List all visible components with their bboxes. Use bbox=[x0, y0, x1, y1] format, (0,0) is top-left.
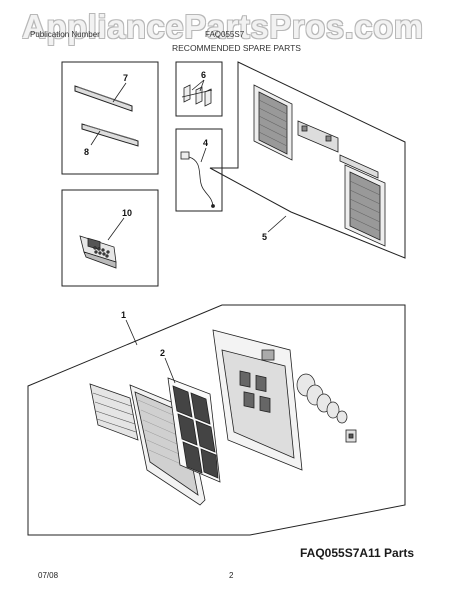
curtain-panel-left bbox=[253, 84, 293, 161]
leader-6b bbox=[199, 79, 205, 92]
callout-8: 8 bbox=[84, 147, 89, 157]
watermark: AppliancePartsPros.com bbox=[22, 8, 424, 45]
louver-part bbox=[89, 383, 139, 441]
bracket-part-6 bbox=[181, 84, 213, 107]
footer-date: 07/08 bbox=[38, 571, 59, 580]
callout-2: 2 bbox=[160, 348, 165, 358]
sensor-part-4 bbox=[180, 151, 215, 208]
leader-4 bbox=[200, 147, 207, 163]
box-part-6 bbox=[175, 61, 223, 117]
rail-part-7 bbox=[74, 85, 133, 112]
page-title: RECOMMENDED SPARE PARTS bbox=[172, 43, 301, 53]
callout-7: 7 bbox=[123, 73, 128, 83]
model-parts-label: FAQ055S7A11 Parts bbox=[300, 546, 415, 560]
remote-part-10 bbox=[79, 235, 117, 269]
leader-10 bbox=[107, 217, 125, 241]
leader-7 bbox=[112, 82, 127, 103]
curtain-bracket bbox=[297, 120, 379, 179]
callout-4: 4 bbox=[203, 138, 208, 148]
leader-8 bbox=[90, 130, 101, 146]
callout-10: 10 bbox=[122, 208, 132, 218]
leader-5 bbox=[267, 215, 287, 233]
box-part-5 bbox=[209, 61, 406, 259]
leader-1 bbox=[125, 319, 138, 346]
footer-page-number: 2 bbox=[229, 571, 234, 580]
front-panel-frame bbox=[212, 329, 303, 471]
leader-2 bbox=[164, 357, 176, 384]
leader-6a bbox=[191, 79, 205, 91]
blower-wheel bbox=[296, 373, 348, 424]
box-parts-7-8 bbox=[61, 61, 159, 175]
box-part-10 bbox=[61, 189, 159, 287]
box-parts-1-2 bbox=[27, 304, 406, 536]
knob bbox=[345, 429, 357, 443]
model-header: FAQ055S7 bbox=[205, 30, 245, 39]
rail-part-8 bbox=[81, 123, 139, 147]
callout-6: 6 bbox=[201, 70, 206, 80]
publication-number-label: Publication Number bbox=[30, 30, 100, 39]
callout-5: 5 bbox=[262, 232, 267, 242]
box-part-4 bbox=[175, 128, 223, 212]
callout-1: 1 bbox=[121, 310, 126, 320]
filter-part-2 bbox=[167, 377, 221, 483]
curtain-panel-right bbox=[344, 164, 386, 247]
